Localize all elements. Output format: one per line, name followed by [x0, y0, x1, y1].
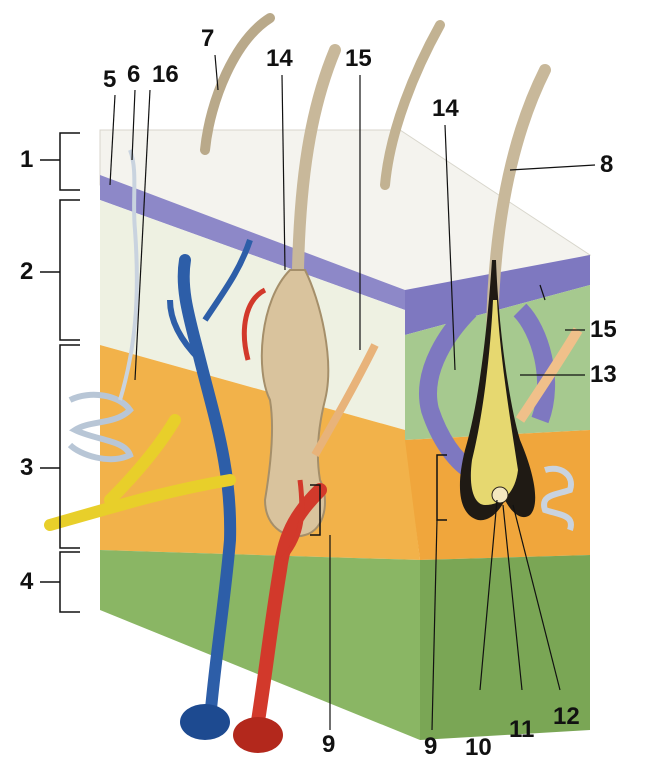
label-4: 4	[20, 570, 33, 594]
label-10: 10	[465, 736, 492, 760]
label-14-right: 14	[432, 97, 459, 121]
label-15-right: 15	[590, 318, 617, 342]
label-8: 8	[600, 153, 613, 177]
label-5: 5	[103, 68, 116, 92]
label-12: 12	[553, 705, 580, 729]
label-7: 7	[201, 27, 214, 51]
label-13: 13	[590, 363, 617, 387]
label-11: 11	[509, 718, 534, 742]
label-1: 1	[20, 148, 33, 172]
label-3: 3	[20, 456, 33, 480]
label-6: 6	[127, 63, 140, 87]
label-9-right: 9	[424, 735, 437, 759]
artery-cut-end	[233, 717, 283, 753]
label-2: 2	[20, 260, 33, 284]
label-14-left: 14	[266, 47, 293, 71]
hair-papilla	[492, 487, 508, 503]
label-9-left: 9	[322, 733, 335, 757]
label-16: 16	[152, 63, 179, 87]
label-15-left: 15	[345, 47, 372, 71]
vein-cut-end	[180, 704, 230, 740]
